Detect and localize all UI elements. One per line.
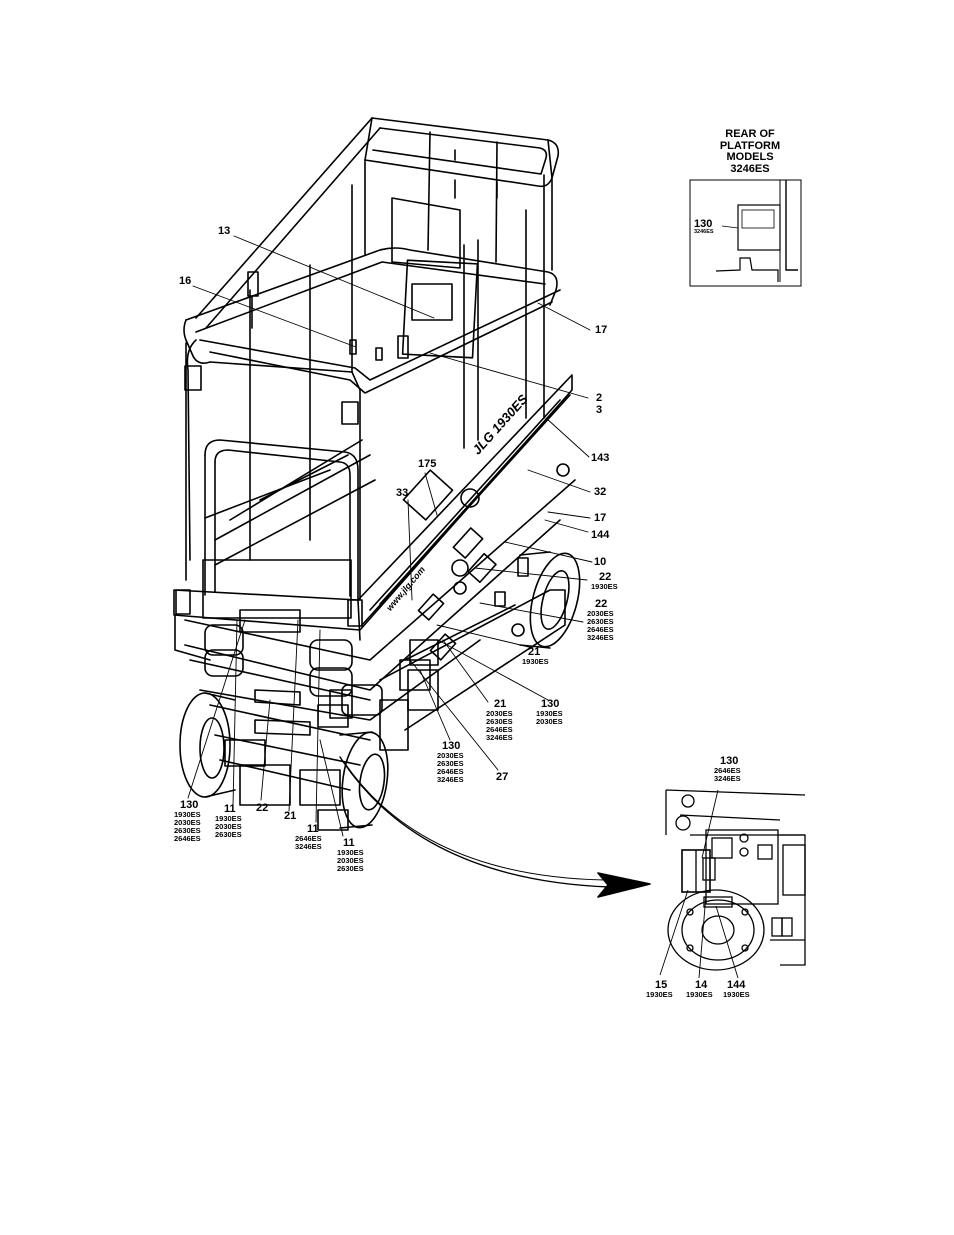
callout-143: 143 xyxy=(591,452,610,464)
callout-175: 175 xyxy=(418,458,437,470)
callout-130-multi: 130 2030ES 2630ES 2646ES 3246ES xyxy=(437,740,464,784)
callout-21-multi: 21 2030ES 2630ES 2646ES 3246ES xyxy=(486,698,513,742)
callout-10: 10 xyxy=(594,556,607,568)
detail-arrow xyxy=(339,756,651,898)
chassis xyxy=(179,463,581,829)
leader-lines xyxy=(187,235,593,837)
callout-22-multi: 22 2030ES 2630ES 2646ES 3246ES xyxy=(587,598,614,642)
callout-17: 17 xyxy=(595,324,608,336)
detail-callout-144: 144 1930ES xyxy=(723,979,750,999)
platform-deck xyxy=(173,374,573,661)
inset-rear-callout-130: 130 3246ES xyxy=(694,218,714,235)
callout-11-c: 11 1930ES 2030ES 2630ES xyxy=(337,837,364,873)
callout-2: 2 xyxy=(596,392,603,404)
callout-17b: 17 xyxy=(594,512,607,524)
callout-21-1930: 21 1930ES xyxy=(522,646,549,666)
callout-130-1930-2030: 130 1930ES 2030ES xyxy=(536,698,563,726)
detail-callout-130: 130 2646ES 3246ES xyxy=(714,755,741,783)
callout-22-1930: 22 1930ES xyxy=(591,571,618,591)
callout-3: 3 xyxy=(596,404,603,416)
inset-detail xyxy=(659,789,806,979)
scissor-arms xyxy=(184,479,576,831)
callout-27: 27 xyxy=(496,771,509,783)
callout-32: 32 xyxy=(594,486,607,498)
callout-13: 13 xyxy=(218,225,231,237)
detail-callout-15: 15 1930ES xyxy=(646,979,673,999)
callout-33: 33 xyxy=(396,487,409,499)
callout-21-front: 21 xyxy=(284,810,297,822)
callout-11-a: 11 1930ES 2030ES 2630ES xyxy=(215,803,242,839)
callout-130-front: 130 1930ES 2030ES 2630ES 2646ES xyxy=(174,799,201,843)
detail-callout-14: 14 1930ES xyxy=(686,979,713,999)
callout-16: 16 xyxy=(179,275,192,287)
guardrail xyxy=(183,117,561,601)
callout-144: 144 xyxy=(591,529,610,541)
callout-22-front: 22 xyxy=(256,802,269,814)
callout-11-b: 11 2646ES 3246ES xyxy=(295,823,322,851)
inset-rear-platform xyxy=(689,179,802,287)
inset-rear-title: REAR OF PLATFORM MODELS 3246ES xyxy=(719,128,781,175)
